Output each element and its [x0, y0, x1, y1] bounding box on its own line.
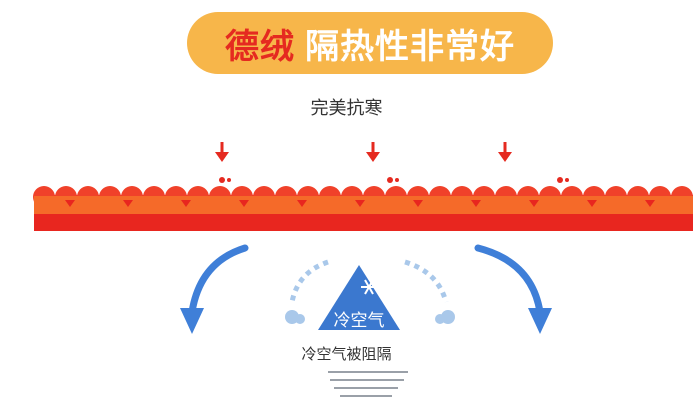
title-text: 隔热性非常好	[305, 26, 515, 67]
blocked-label: 冷空气被阻隔	[301, 345, 392, 363]
fabric-notch	[65, 200, 75, 207]
dashed-arrow-right	[404, 259, 455, 324]
fabric-notch	[587, 200, 597, 207]
fabric-notch	[355, 200, 365, 207]
fabric-notch	[645, 200, 655, 207]
fabric-notch	[239, 200, 249, 207]
fabric-notch	[529, 200, 539, 207]
fabric-notch	[297, 200, 307, 207]
fabric-notch	[181, 200, 191, 207]
fabric-layer	[33, 186, 693, 231]
fabric-notch	[471, 200, 481, 207]
heat-arrow-icon-3	[498, 142, 512, 162]
title-highlight: 德绒	[225, 26, 295, 67]
curved-arrow-icon-left	[180, 244, 249, 334]
heat-arrow-icon-1	[215, 142, 229, 162]
heat-arrow-icon-2	[366, 142, 380, 162]
cold-lines	[328, 371, 408, 397]
dashed-arrow-left	[285, 259, 329, 324]
title-banner: 德绒 隔热性非常好	[187, 12, 553, 74]
subtitle: 完美抗寒	[310, 98, 383, 119]
cold-air-triangle	[318, 265, 400, 330]
heat-bubbles	[219, 177, 569, 183]
fabric-notch	[413, 200, 423, 207]
triangle-label: 冷空气	[333, 311, 385, 331]
curved-arrow-icon-right	[474, 244, 552, 334]
fabric-notch	[123, 200, 133, 207]
snowflake-icon	[361, 279, 377, 295]
